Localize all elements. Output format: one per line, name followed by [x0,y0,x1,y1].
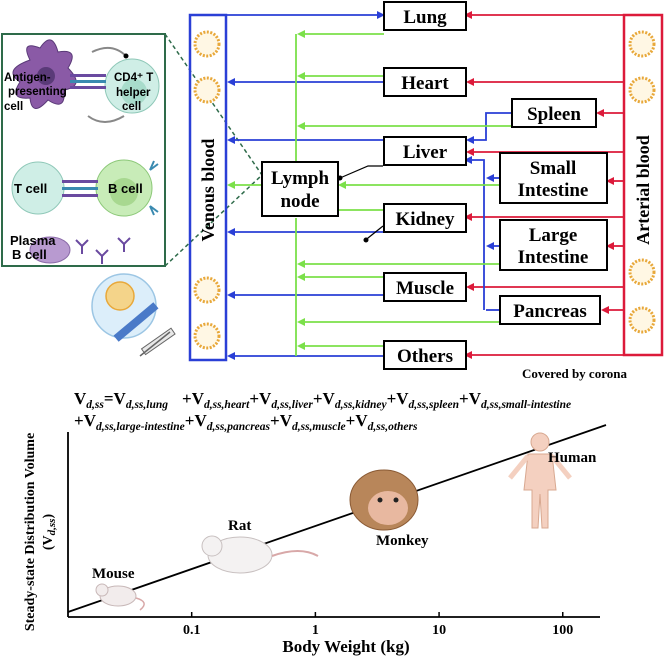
equation-line-2: +Vd,ss,large-intestine+Vd,ss,pancreas+Vd… [74,411,418,433]
organ-label-lung: Lung [403,7,447,28]
organ-label-lymph-2: node [280,191,319,212]
t-cell-label: T cell [14,181,47,196]
organ-box-lymph-node: Lymph node [261,161,339,217]
organ-label-small-1: Small [530,158,576,179]
immune-panel: Antigen- presenting cell CD4⁺ T helper c… [1,33,263,267]
receptor-complex-icon [70,74,106,89]
organ-label-large-2: Intestine [518,247,589,268]
x-tick-label: 100 [552,623,573,638]
organ-label-muscle: Muscle [396,278,454,299]
organ-label-heart: Heart [401,73,449,94]
x-axis-label: Body Weight (kg) [282,637,409,656]
rat-icon [201,535,319,574]
y-axis-label: Steady-state Distribution Volume [23,433,38,631]
arterial-blood-label: Arterial blood [633,135,653,245]
organ-label-liver: Liver [403,142,448,163]
cd4-label-1: CD4⁺ T [114,72,153,84]
organ-box-liver: Liver [383,136,467,166]
organ-box-heart: Heart [383,67,467,97]
organ-box-kidney: Kidney [383,203,467,233]
organ-box-others: Others [383,340,467,370]
organ-label-small-2: Intestine [518,180,589,201]
organ-label-pancreas: Pancreas [513,301,587,322]
organ-box-lung: Lung [383,1,467,31]
organ-label-spleen: Spleen [527,104,581,125]
x-tick-label: 0.1 [183,623,201,638]
plasma-label-1: Plasma [10,233,56,248]
organ-label-kidney: Kidney [395,209,455,230]
apc-label-2: presenting [8,86,67,98]
human-icon [508,432,572,529]
organ-box-small-intestine: Small Intestine [499,152,608,204]
arterial-vessel [622,13,664,357]
x-tick-group: 0.1 1 10 100 [183,612,573,638]
x-tick-label: 10 [432,623,446,638]
organ-box-large-intestine: Large Intestine [499,219,608,271]
trend-line [67,424,607,613]
mouse-icon [95,583,145,611]
apc-label-1: Antigen- [4,72,51,84]
point-label-mouse: Mouse [92,566,135,582]
b-cell-icon [95,159,159,217]
venous-flow-arrows [226,11,512,360]
plasma-label-2: B cell [12,247,47,262]
apc-label-3: cell [4,101,23,113]
organ-label-large-1: Large [529,225,578,246]
y-axis-label-2: (Vd,ss) [41,514,58,551]
plasma-b-cell-icon [29,236,131,264]
equation-line-1: Vd,ss=Vd,ss,lung+Vd,ss,heart+Vd,ss,liver… [74,389,571,411]
antigen-presenting-cell-icon [12,39,77,109]
cd4-t-helper-cell-icon [104,58,160,114]
lymph-flow-arrows [227,30,512,356]
venous-vessel [188,13,228,362]
organ-box-muscle: Muscle [383,272,467,302]
cd4-label-2: helper [116,87,151,99]
organ-label-lymph-1: Lymph [271,168,330,189]
venous-blood-label: Venous blood [198,139,218,242]
cd4-label-3: cell [122,101,141,113]
point-label-monkey: Monkey [376,533,429,549]
point-label-rat: Rat [228,518,251,534]
nanoparticle-icons [193,30,656,350]
organ-box-pancreas: Pancreas [499,295,601,325]
organ-label-others: Others [397,346,453,367]
organ-box-spleen: Spleen [511,98,597,128]
b-cell-label: B cell [108,181,143,196]
vdss-equation: Vd,ss=Vd,ss,lung+Vd,ss,heart+Vd,ss,liver… [74,389,571,433]
point-label-human: Human [548,450,597,466]
syringe-injection-icon [91,273,176,357]
corona-note: Covered by corona [522,366,627,381]
pointer-lines [337,165,384,243]
x-tick-label: 1 [312,623,319,638]
monkey-icon [349,469,419,531]
